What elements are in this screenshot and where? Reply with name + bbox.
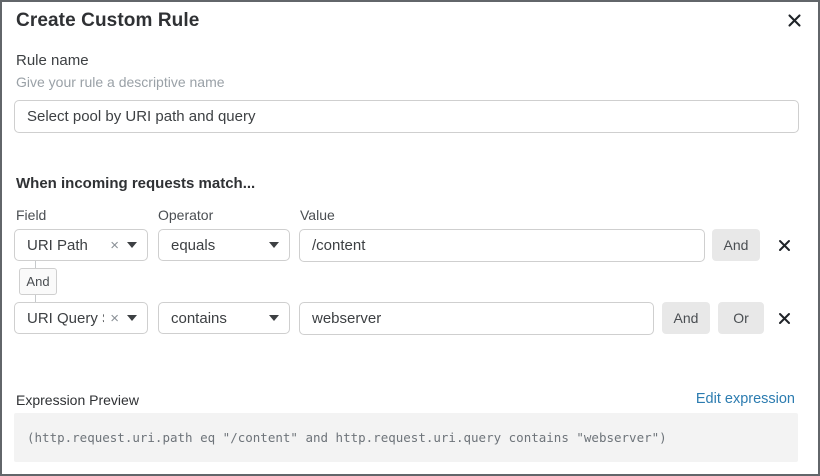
add-and-condition-button[interactable]: And [712, 229, 760, 261]
remove-row-icon[interactable] [774, 308, 794, 328]
operator-column-label: Operator [158, 207, 214, 223]
and-connector-badge[interactable]: And [19, 268, 57, 295]
rule-name-input[interactable] [14, 100, 799, 133]
expression-preview-label: Expression Preview [16, 392, 139, 408]
operator-select-value: contains [171, 309, 227, 327]
match-section-heading: When incoming requests match... [16, 175, 256, 192]
value-input[interactable] [299, 302, 654, 335]
remove-row-icon[interactable] [774, 235, 794, 255]
clear-field-icon[interactable]: × [110, 236, 119, 254]
field-select[interactable]: URI Path × [14, 229, 148, 261]
expression-preview-box: (http.request.uri.path eq "/content" and… [14, 413, 798, 462]
value-input[interactable] [299, 229, 705, 262]
field-select-value: URI Path [27, 236, 88, 254]
rule-name-hint: Give your rule a descriptive name [16, 74, 225, 90]
chevron-down-icon [127, 242, 137, 248]
chevron-down-icon [269, 242, 279, 248]
connector-line [35, 295, 36, 303]
edit-expression-link[interactable]: Edit expression [695, 391, 795, 407]
operator-select[interactable]: equals [158, 229, 290, 261]
field-column-label: Field [16, 207, 47, 223]
chevron-down-icon [127, 315, 137, 321]
operator-select-value: equals [171, 236, 216, 254]
connector-line [35, 261, 36, 268]
rule-name-label: Rule name [16, 52, 89, 69]
field-select[interactable]: URI Query St... × [14, 302, 148, 334]
operator-select[interactable]: contains [158, 302, 290, 334]
close-icon[interactable] [785, 11, 803, 29]
value-column-label: Value [300, 207, 335, 223]
add-or-condition-button[interactable]: Or [718, 302, 764, 334]
chevron-down-icon [269, 315, 279, 321]
add-and-condition-button[interactable]: And [662, 302, 710, 334]
expression-code: (http.request.uri.path eq "/content" and… [27, 430, 667, 445]
dialog-title: Create Custom Rule [16, 10, 200, 31]
field-select-value: URI Query St... [27, 309, 104, 327]
clear-field-icon[interactable]: × [110, 309, 119, 327]
